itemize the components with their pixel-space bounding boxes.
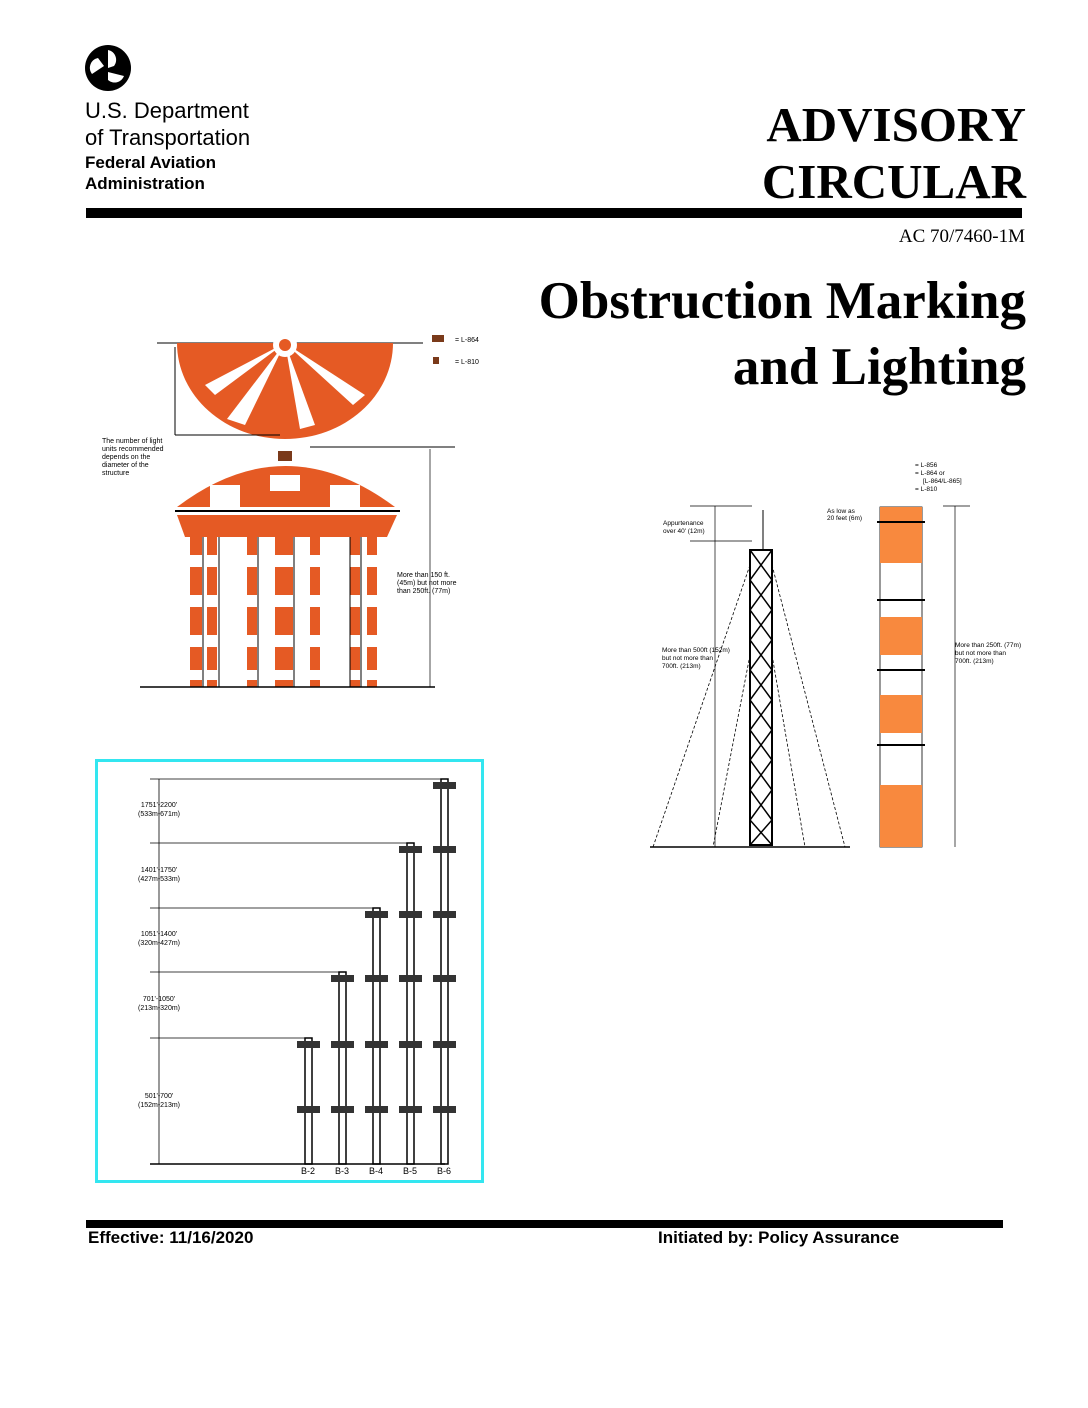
- svg-text:1751'-2200': 1751'-2200': [141, 802, 177, 809]
- effective-date: Effective: 11/16/2020: [88, 1228, 254, 1247]
- dot-logo: [85, 45, 131, 91]
- height-ranges: 1751'-2200' (533m-671m) 1401'-1750' (427m-…: [138, 802, 180, 1109]
- svg-text:= L-864: = L-864: [455, 337, 479, 344]
- tower-heights-figure: 1751'-2200' (533m-671m) 1401'-1750' (427m-…: [95, 759, 484, 1183]
- tower-height-label: More than 500ft (152m) but not more than…: [662, 647, 732, 670]
- appurtenance-label: Appurtenance over 40' (12m): [663, 520, 705, 535]
- svg-text:501'-700': 501'-700': [145, 1093, 173, 1100]
- chimney-legend: = L-856 = L-864 or [L-864/L-865] = L-810: [915, 462, 963, 493]
- faa-name: Federal Aviation Administration: [85, 152, 216, 194]
- svg-text:(213m-320m): (213m-320m): [138, 1005, 180, 1012]
- height-label: More than 150 ft. (45m) but not more tha…: [397, 572, 458, 595]
- svg-text:= L-810: = L-810: [455, 359, 479, 366]
- svg-text:1401'-1750': 1401'-1750': [141, 867, 177, 874]
- svg-text:B-6: B-6: [437, 1166, 451, 1176]
- ac-number: AC 70/7460-1M: [898, 226, 1025, 247]
- initiated-by: Initiated by: Policy Assurance: [658, 1228, 900, 1247]
- water-tower-figure: = L-864 = L-810 The number of light unit…: [102, 333, 479, 688]
- as-low-as-label: As low as 20 feet (6m): [827, 508, 862, 522]
- svg-text:701'-1050': 701'-1050': [143, 996, 175, 1003]
- svg-text:B-4: B-4: [369, 1166, 383, 1176]
- tower-chimney-figure: = L-856 = L-864 or [L-864/L-865] = L-810…: [650, 462, 1023, 848]
- chimney-height-label: More than 250ft. (77m) but not more than…: [955, 642, 1023, 665]
- header-rule: [86, 208, 1022, 218]
- title-line-2: and Lighting: [732, 338, 1026, 396]
- diameter-note: The number of light units recommended de…: [102, 438, 165, 477]
- agency-line-2: of Transportation: [85, 125, 251, 150]
- chimney-bands: [880, 507, 922, 847]
- svg-text:(320m-427m): (320m-427m): [138, 940, 180, 947]
- footer-rule: [86, 1220, 1003, 1228]
- svg-text:(152m-213m): (152m-213m): [138, 1102, 180, 1109]
- page-title: Obstruction Marking and Lighting: [539, 268, 1026, 400]
- svg-text:(427m-533m): (427m-533m): [138, 876, 180, 883]
- agency-line-3: Federal Aviation: [85, 153, 216, 172]
- svg-text:B-3: B-3: [335, 1166, 349, 1176]
- agency-name: U.S. Department of Transportation: [85, 97, 250, 151]
- l864-icon: [432, 335, 444, 342]
- l810-icon: [433, 357, 439, 364]
- title-line-1: Obstruction Marking: [538, 272, 1026, 330]
- svg-text:(533m-671m): (533m-671m): [138, 811, 180, 818]
- tower-labels: B-2 B-3 B-4 B-5 B-6: [301, 1166, 451, 1176]
- agency-line-4: Administration: [85, 174, 205, 193]
- svg-text:1051'-1400': 1051'-1400': [141, 931, 177, 938]
- doc-type-line-1: ADVISORY: [766, 97, 1026, 152]
- agency-line-1: U.S. Department: [85, 98, 249, 123]
- doc-type-line-2: CIRCULAR: [761, 154, 1026, 209]
- doc-type: ADVISORY CIRCULAR: [762, 96, 1026, 210]
- svg-text:B-2: B-2: [301, 1166, 315, 1176]
- tower-legend: = L-864 = L-810: [432, 335, 479, 366]
- svg-text:B-5: B-5: [403, 1166, 417, 1176]
